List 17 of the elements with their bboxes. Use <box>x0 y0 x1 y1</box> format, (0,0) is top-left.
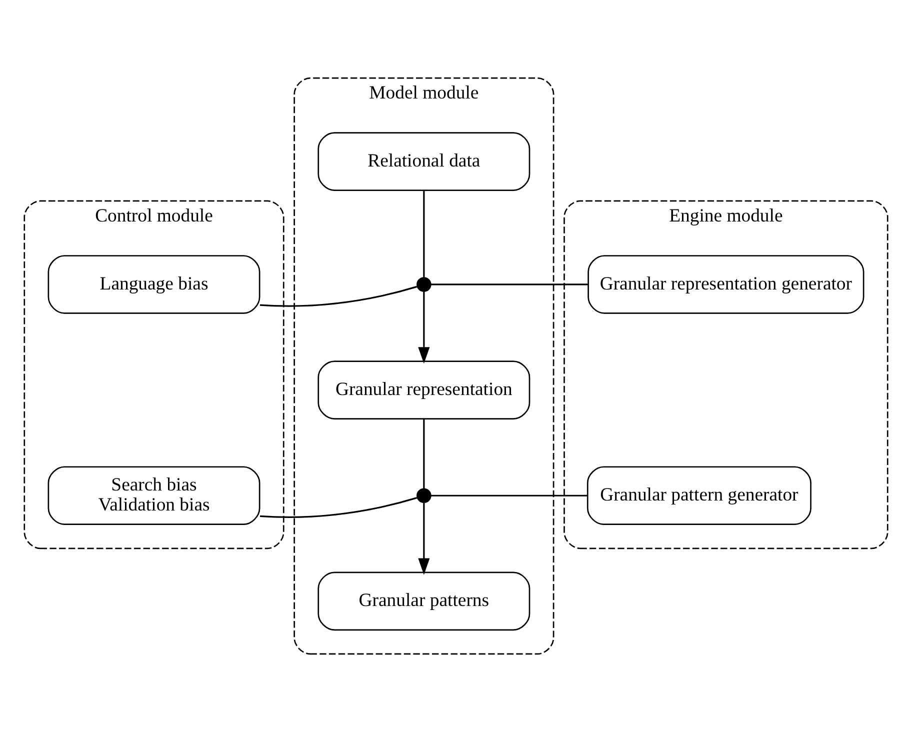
node-circle <box>416 488 432 503</box>
node-box: Granular pattern generator <box>586 466 812 525</box>
node-circle <box>416 276 432 292</box>
connector <box>423 190 425 278</box>
node-box: Relational data <box>318 132 530 190</box>
node-box: Search bias Validation bias <box>48 466 260 525</box>
arrow <box>418 290 430 364</box>
arrow <box>418 502 430 574</box>
connector <box>423 418 425 488</box>
connector <box>260 285 418 306</box>
node-box: Granular representation generator <box>588 254 864 314</box>
connector <box>260 496 418 518</box>
connector <box>431 283 588 285</box>
node-box: Language bias <box>48 254 260 314</box>
connector <box>430 494 588 496</box>
node-box: Granular representation <box>318 360 530 419</box>
node-box: Granular patterns <box>318 571 530 630</box>
